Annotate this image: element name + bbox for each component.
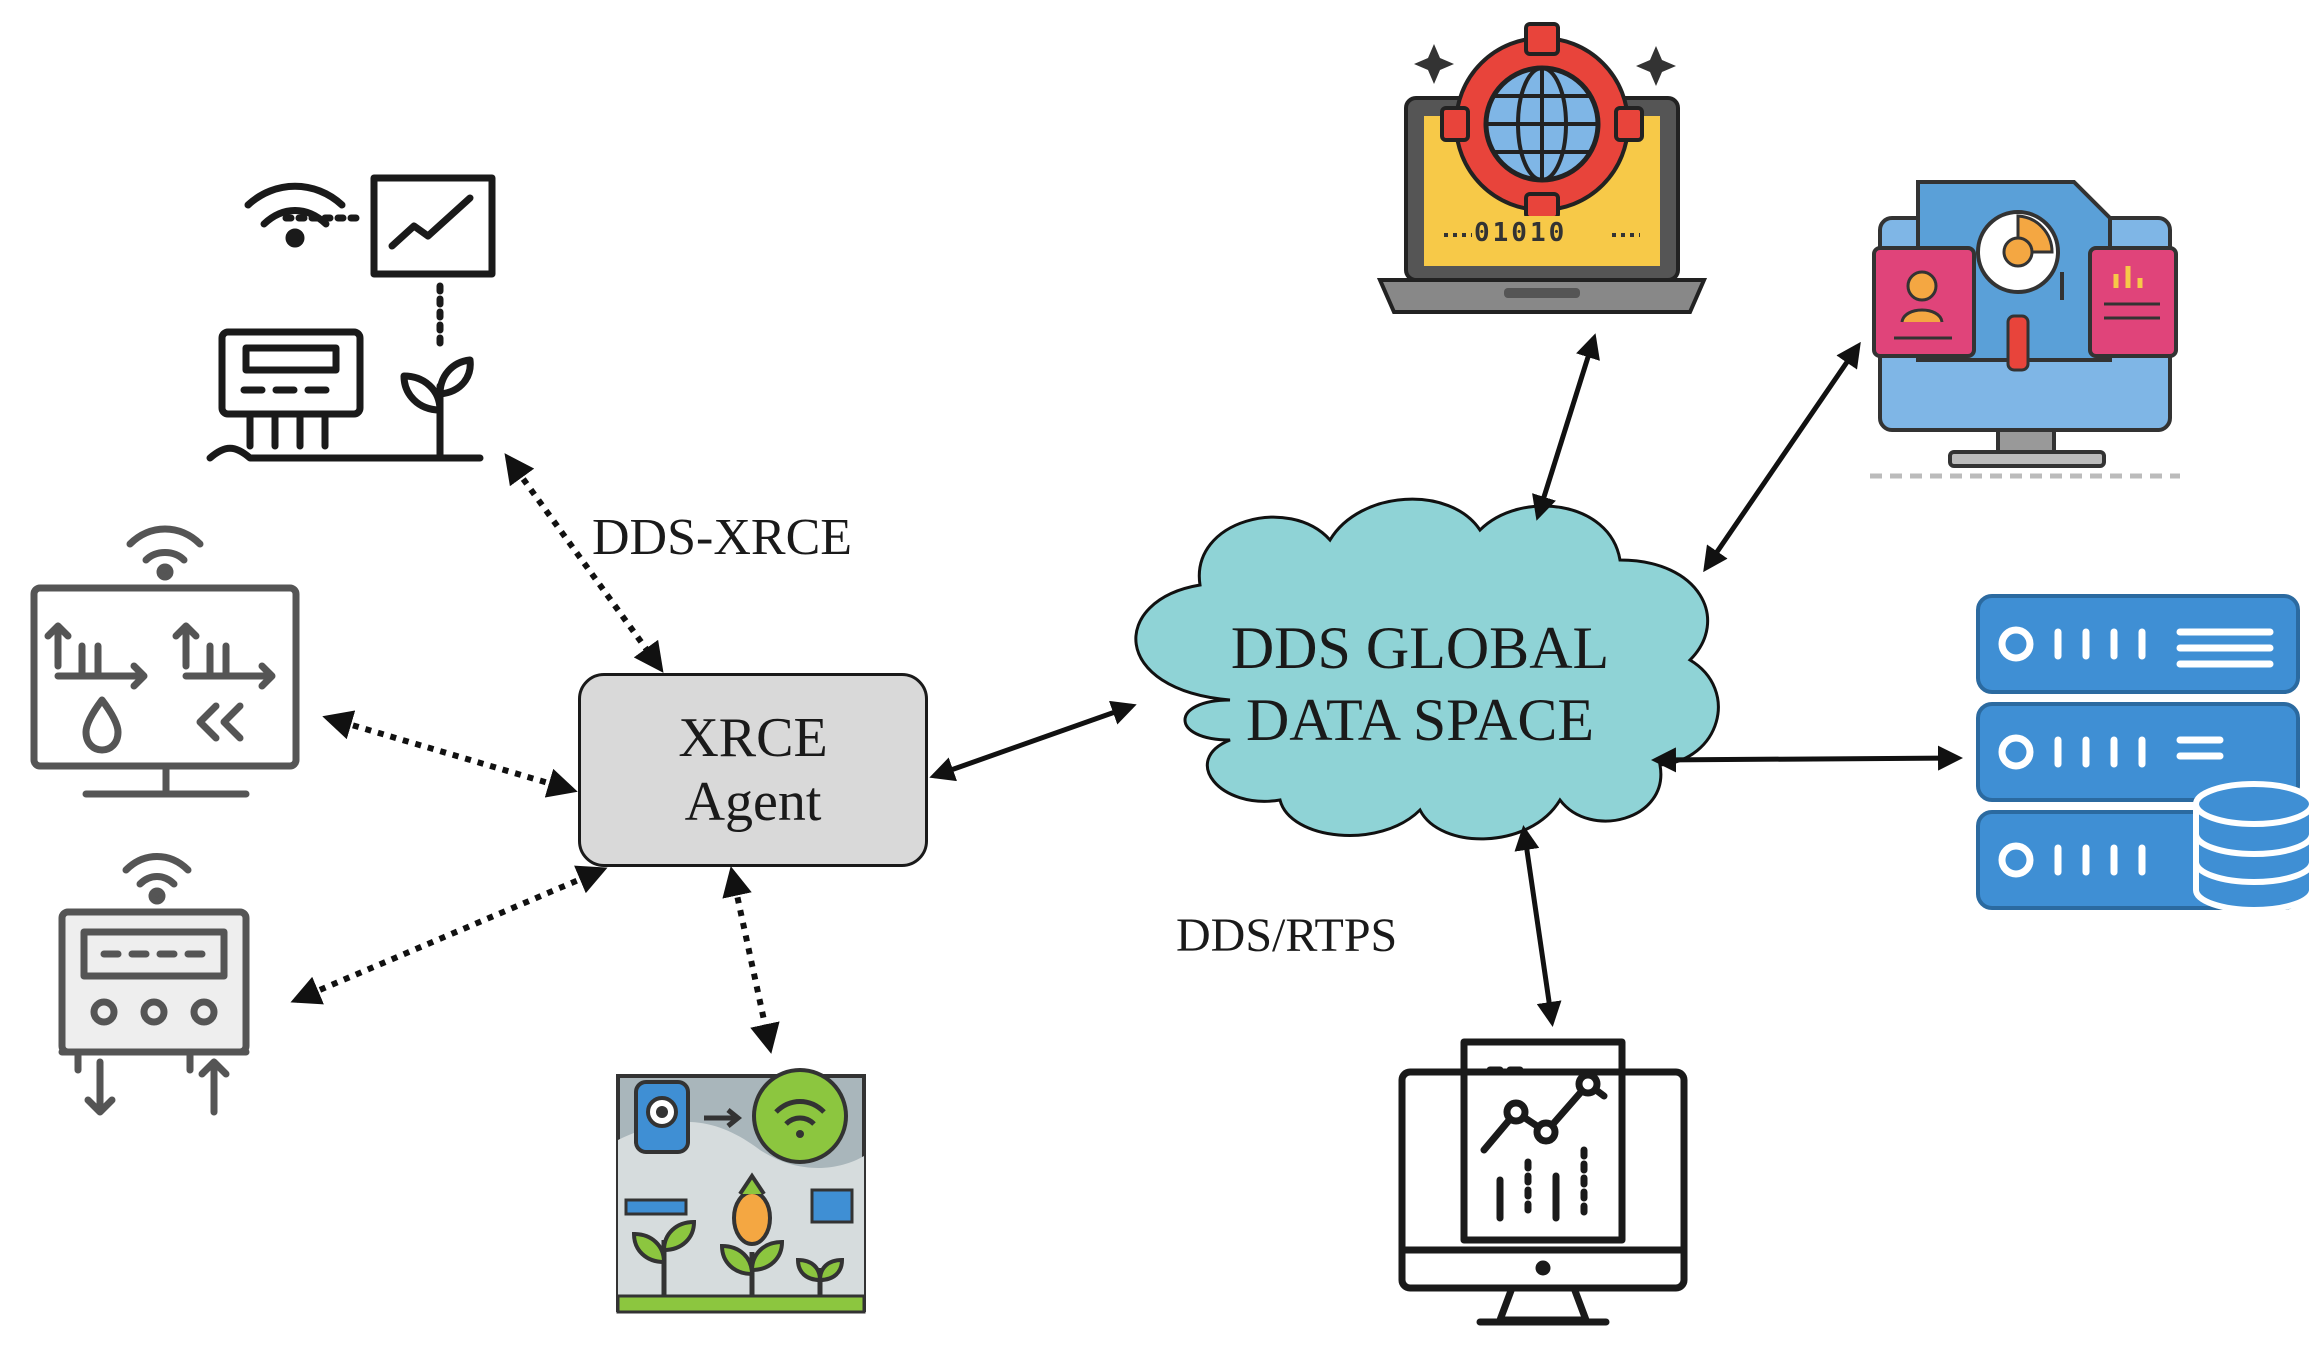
cloud-label-line2: DATA SPACE <box>1245 687 1595 753</box>
control-box-icon <box>58 853 250 1116</box>
connectors <box>290 333 1963 1054</box>
dds-xrce-label: DDS-XRCE <box>592 509 853 566</box>
dds-rtps-label: DDS/RTPS <box>1176 909 1398 962</box>
xrce-agent-node: XRCE Agent <box>578 673 928 867</box>
link-analytics-cloud <box>1514 825 1562 1027</box>
global-data-space-label: DDS GLOBAL DATA SPACE <box>1160 612 1680 756</box>
link-dashboard-cloud <box>1703 341 1861 573</box>
server-database-icon <box>1976 594 2315 913</box>
monitor-water-icon <box>30 525 300 798</box>
link-laptop-cloud <box>1532 333 1600 521</box>
link-agent-cloud <box>929 700 1137 782</box>
analytics-monitor-icon <box>1398 1038 1688 1326</box>
cloud-label-line1: DDS GLOBAL <box>1230 615 1610 681</box>
laptop-binary-code: 01010 <box>1474 218 1568 248</box>
laptop-globe-gear-icon <box>1376 22 1708 314</box>
link-greenhouse-agent <box>722 866 780 1054</box>
dashboard-monitor-icon <box>1870 180 2180 479</box>
link-server-cloud <box>1651 745 1963 773</box>
link-monitor-agent <box>322 710 578 798</box>
agent-label-line2: Agent <box>684 771 822 833</box>
link-sensor-agent <box>504 453 664 673</box>
greenhouse-icon <box>616 1068 866 1314</box>
agent-label-line1: XRCE <box>678 707 828 769</box>
sensor-plant-icon <box>206 174 496 462</box>
cloud-shape <box>1134 497 1720 841</box>
link-control-agent <box>290 865 608 1005</box>
